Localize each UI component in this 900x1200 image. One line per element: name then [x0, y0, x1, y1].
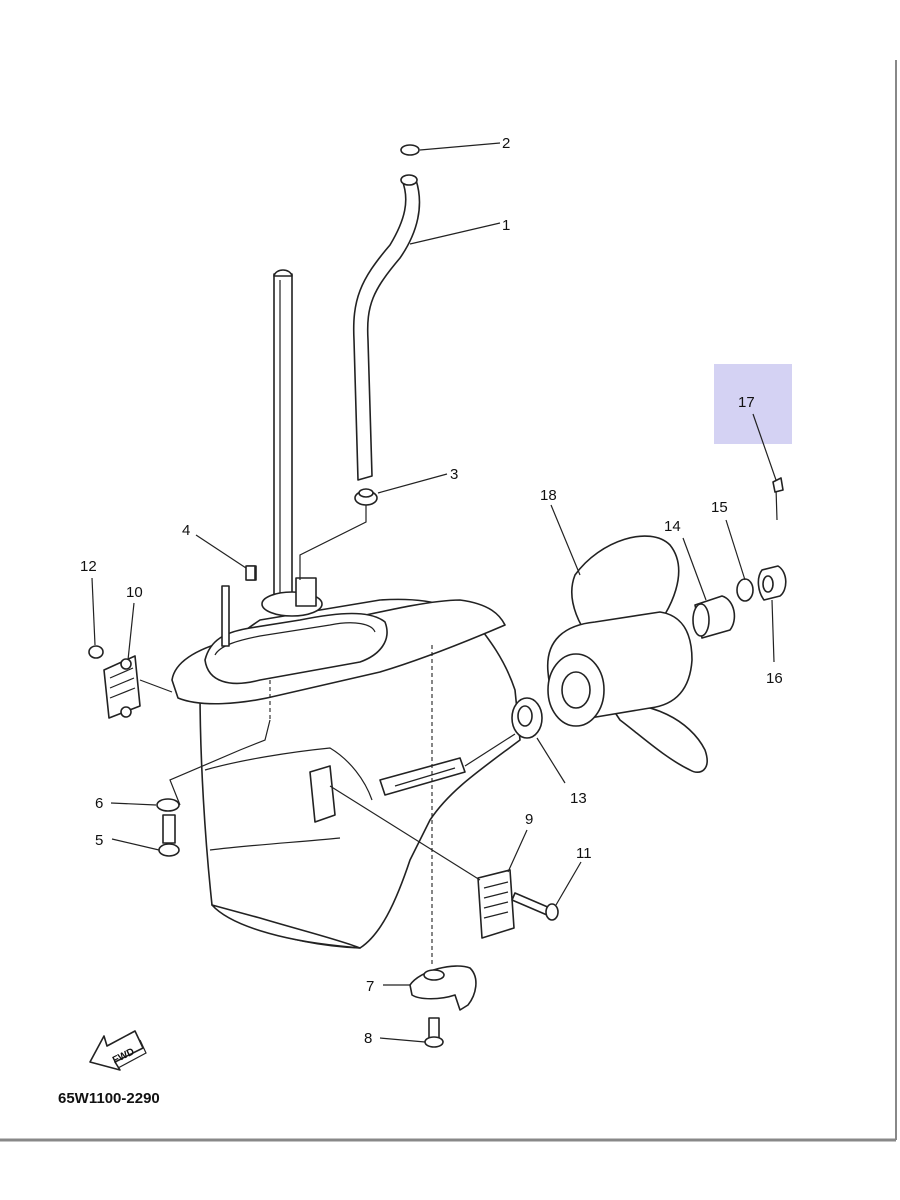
callout-15: 15 [711, 499, 728, 516]
part-2-grommet [400, 144, 420, 156]
callout-1: 1 [502, 217, 510, 234]
part-17-cotter-pin [772, 477, 784, 521]
drawing-code: 65W1100-2290 [58, 1090, 160, 1107]
callout-9: 9 [525, 811, 533, 828]
callout-16: 16 [766, 670, 783, 687]
callout-6: 6 [95, 795, 103, 812]
callout-12: 12 [80, 558, 97, 575]
fwd-arrow-icon: FWD [89, 1030, 147, 1071]
part-11-screw [511, 892, 559, 921]
callout-14: 14 [664, 518, 681, 535]
callout-5: 5 [95, 832, 103, 849]
part-5-bolt [158, 814, 180, 857]
lower-casing [171, 269, 521, 949]
part-15-washer [736, 578, 754, 602]
callout-13: 13 [570, 790, 587, 807]
part-8-screw [424, 1017, 444, 1048]
callout-11: 11 [576, 845, 592, 862]
part-6-washer [156, 798, 180, 812]
callout-4: 4 [182, 522, 190, 539]
callout-10: 10 [126, 584, 143, 601]
part-10-cover-plate [103, 655, 141, 719]
part-16-nut [757, 565, 787, 601]
callout-8: 8 [364, 1030, 372, 1047]
part-9-cover-plate [477, 869, 515, 939]
part-18-propeller [546, 535, 708, 774]
leader-lines [91, 142, 777, 1043]
callout-2: 2 [502, 135, 510, 152]
callout-18: 18 [540, 487, 557, 504]
part-1-water-tube [352, 174, 421, 481]
highlight-box-17 [714, 364, 792, 444]
callout-17: 17 [738, 394, 755, 411]
callout-7: 7 [366, 978, 374, 995]
part-12-bolt [88, 645, 104, 659]
part-7-anode [409, 965, 477, 1011]
part-4-dowel-pin [245, 565, 256, 581]
part-3-grommet [354, 488, 378, 506]
part-13-thrust-washer [511, 697, 543, 739]
callout-3: 3 [450, 466, 458, 483]
part-14-spacer [692, 595, 736, 639]
